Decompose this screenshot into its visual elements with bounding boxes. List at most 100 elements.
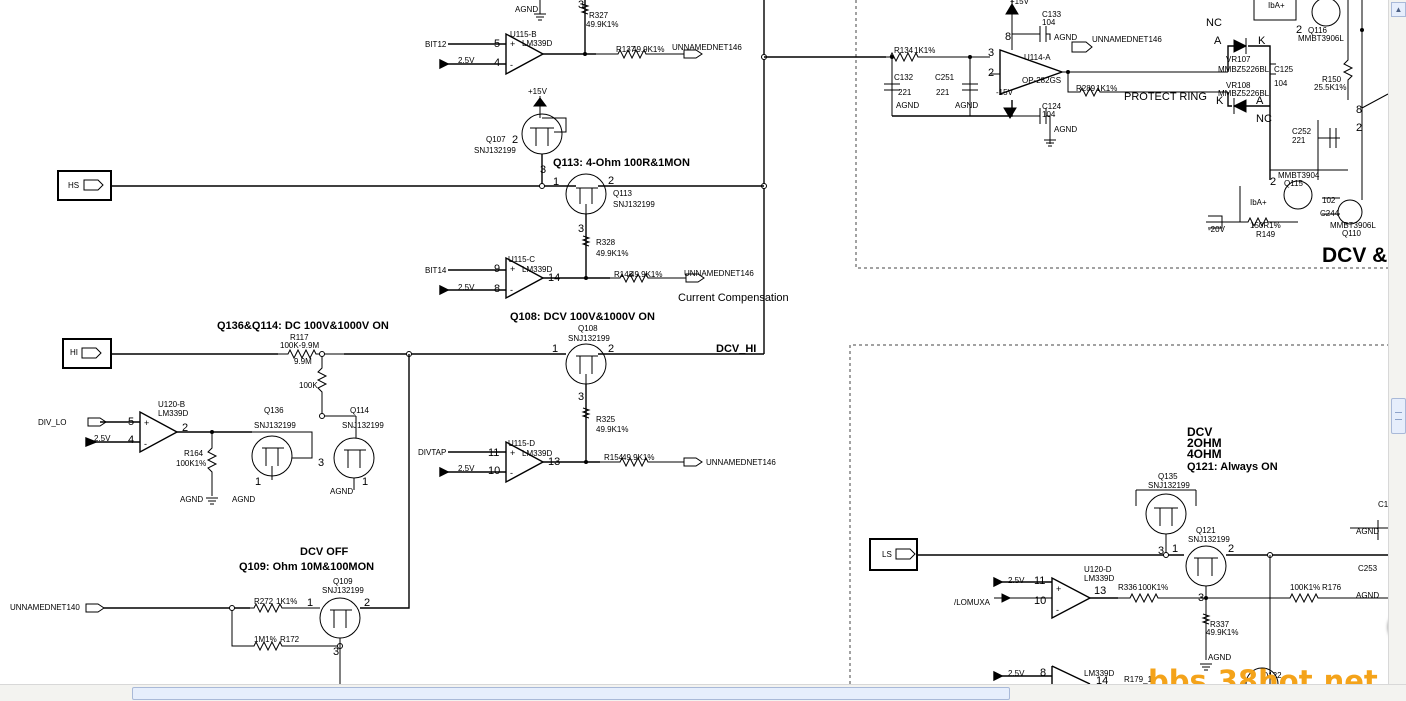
schematic-node [1245,667,1279,684]
schematic-label: R172 [280,635,300,644]
schematic-label: UNNAMEDNET146 [684,269,754,278]
schematic-label: LM339D [522,449,552,458]
schematic-label: K [1216,95,1224,107]
schematic-label: LM339D [1084,669,1114,678]
schematic-label: C1 [1378,500,1388,509]
schematic-label: 1 [307,597,313,609]
schematic-label: Q110 [1342,229,1362,238]
schematic-wire [576,187,598,214]
schematic-node [319,351,325,357]
schematic-label: NC [1256,113,1272,125]
resistor-r272 [250,602,320,614]
horizontal-scrollbar[interactable] [0,684,1406,701]
schematic-label: 3 [988,47,994,59]
schematic-label: MMBZ5226BL [1218,65,1270,74]
schematic-wire [1322,197,1340,215]
schematic-label: VR108 [1226,81,1251,90]
vertical-scroll-thumb[interactable] [1391,398,1406,434]
horizontal-scroll-thumb[interactable] [132,687,1010,700]
port-ls-box [869,538,918,571]
schematic-label: SNJ132199 [342,421,384,430]
schematic-label: Q121 [1196,526,1216,535]
schematic-label: AGND [1208,653,1231,662]
schematic-label: + [510,39,515,49]
schematic-wire [1012,108,1051,144]
schematic-wire [576,355,598,384]
schematic-label: -20V [1208,225,1226,234]
schematic-label: 3 [578,391,584,403]
transistor-q115 [1283,180,1313,210]
opamp-u114a [999,49,1065,95]
resistor-r117 [278,348,344,360]
zener-vr107 [1233,39,1248,53]
resistor-r134 [886,51,990,63]
schematic-label: SNJ132199 [1148,481,1190,490]
schematic-wire [533,96,547,108]
schematic-wire [884,83,978,91]
schematic-wire [1051,665,1091,684]
schematic-label: 13 [1094,585,1106,597]
schematic-label: R149 [1256,230,1276,239]
schematic-label: LM339D [1084,574,1114,583]
schematic-wire [252,431,313,459]
region-title-dcv-amp: DCV & [1322,244,1387,267]
schematic-wire [1200,663,1212,671]
schematic-label: 3 [333,646,339,658]
schematic-label: C125 [1274,65,1294,74]
schematic-label: C253 [1358,564,1378,573]
schematic-label: R328 [596,238,616,247]
schematic-label: R289 [1076,84,1096,93]
schematic-label: Q115 [1284,179,1304,188]
schematic-label: 4 [494,57,500,69]
schematic-label: + [510,448,515,458]
schematic-label: 100K1% [1290,583,1320,592]
schematic-label: UNNAMEDNET146 [672,43,742,52]
resistor-r328 [581,235,591,247]
comparator-u120b [139,410,179,454]
schematic-wire [1135,489,1197,555]
schematic-node [584,460,588,464]
schematic-node [1163,552,1169,558]
schematic-label: 9 [494,263,500,275]
schematic-label: 104 [1042,18,1056,27]
port-div-lo: DIV_LO [38,418,66,427]
schematic-label: U120-D [1084,565,1112,574]
resistor-r289 [1067,72,1228,98]
schematic-label: C132 [894,73,914,82]
transistor-q121 [1185,545,1227,587]
schematic-wire [1227,45,1271,180]
schematic-label: SNJ132199 [254,421,296,430]
schematic-label: 49.9K1% [630,270,662,279]
title-q136: Q136&Q114: DC 100V&1000V ON [217,320,389,332]
schematic-wire [206,497,218,505]
schematic-label: MMBZ5226BL [1218,89,1270,98]
schematic-label: + [1056,584,1061,594]
schematic-wire [1044,139,1056,147]
schematic-label: AGND [515,5,538,14]
schematic-label: - [1056,605,1059,615]
schematic-label: +15V [528,87,548,96]
schematic-label: 2.5V [94,434,111,443]
schematic-label: 100K-9.9M [280,341,319,350]
schematic-label: AGND [1054,33,1077,42]
resistor-r164 [206,432,218,496]
schematic-label: LM339D [522,265,552,274]
schematic-wire [895,548,916,560]
schematic-wire [439,58,450,70]
scroll-up-icon[interactable]: ▲ [1391,2,1406,17]
schematic-label: Q122 [1262,671,1282,680]
schematic-node [229,605,235,611]
schematic-node [584,276,588,280]
schematic-label: 2 [988,67,994,79]
schematic-label: 4 [128,434,134,446]
schematic-canvas[interactable]: DCV & + - U115-B LM339D 5 4 BIT12 2.5V 3… [0,0,1388,684]
schematic-label: 49.9K1% [632,45,664,54]
schematic-label: 49.9K1% [596,249,628,258]
schematic-label: - [144,439,147,449]
schematic-label: MMBT3906L [1298,34,1344,43]
schematic-label: 1M1% [254,635,277,644]
schematic-label: + [510,264,515,274]
schematic-label: 49.9K1% [586,20,618,29]
vertical-scrollbar[interactable]: ▲ [1388,0,1406,684]
resistor-r327 [580,3,590,15]
